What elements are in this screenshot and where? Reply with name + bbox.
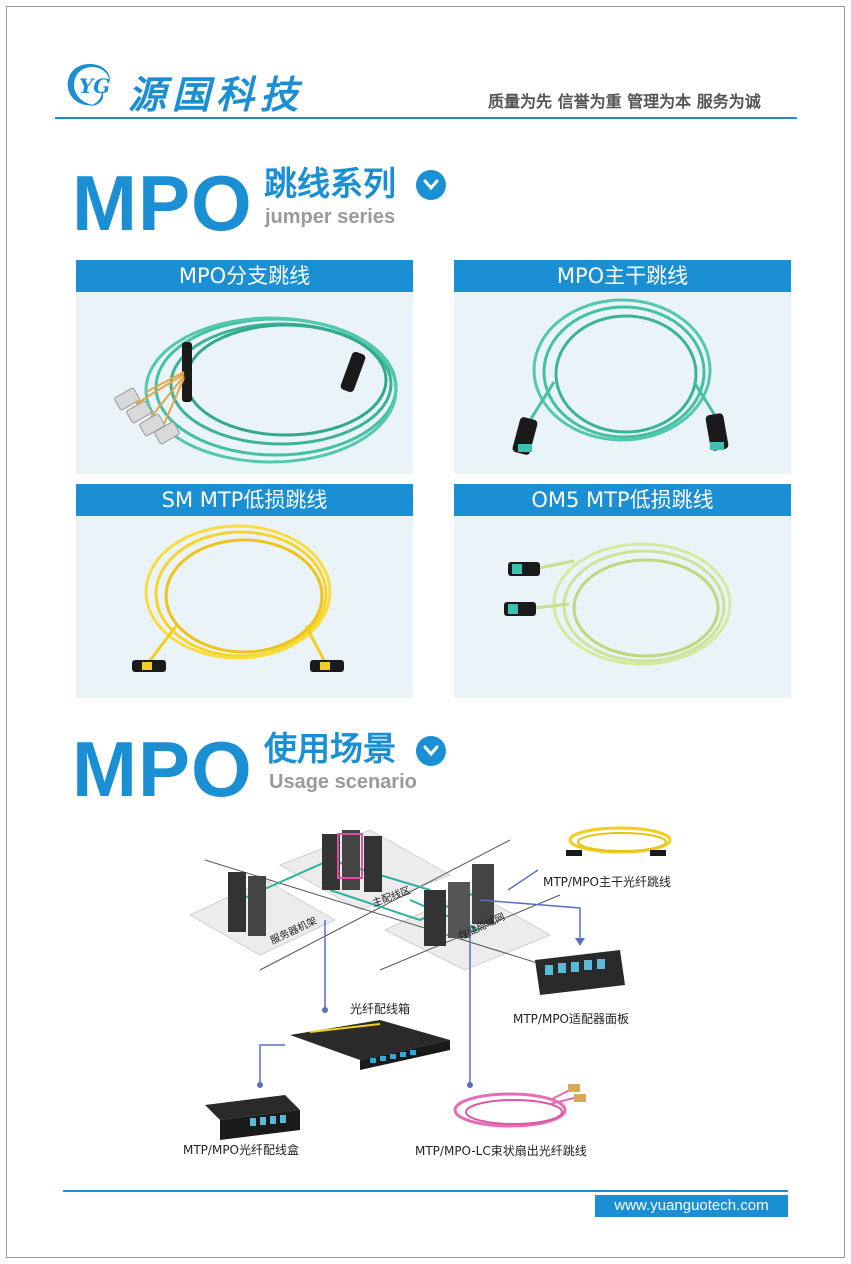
section1-title-cn: 跳线系列 [264, 164, 396, 203]
chevron-down-icon [416, 736, 446, 766]
sm-mtp-cable-image [132, 524, 344, 672]
website-link[interactable]: www.yuanguotech.com [595, 1195, 788, 1217]
product-title: MPO主干跳线 [454, 260, 791, 292]
section1-title-mpo: MPO [72, 159, 253, 247]
label-trunk-cable: MTP/MPO主干光纤跳线 [543, 875, 671, 889]
section2-title-mpo: MPO [72, 725, 253, 813]
section1-title-en: jumper series [265, 206, 396, 228]
product-title: MPO分支跳线 [76, 260, 413, 292]
section2-title-en: Usage scenario [269, 771, 417, 793]
label-distribution-box: 光纤配线箱 [350, 1002, 411, 1016]
chevron-down-icon [416, 170, 446, 200]
header-divider [55, 117, 797, 119]
mpo-trunk-cable-image [512, 298, 729, 455]
product-card-sm-mtp[interactable]: SM MTP低损跳线 [76, 484, 413, 698]
footer-divider [63, 1190, 788, 1192]
svg-text:YG: YG [79, 74, 110, 98]
product-card-mpo-trunk[interactable]: MPO主干跳线 [454, 260, 791, 474]
label-cassette: MTP/MPO光纤配线盒 [183, 1143, 299, 1157]
product-card-mpo-breakout[interactable]: MPO分支跳线 [76, 260, 413, 474]
logo-icon: YG [67, 64, 110, 106]
brand-name: 源国科技 [128, 72, 305, 117]
label-fanout-cable: MTP/MPO-LC束状扇出光纤跳线 [415, 1144, 587, 1158]
product-title: OM5 MTP低损跳线 [454, 484, 791, 516]
product-card-om5-mtp[interactable]: OM5 MTP低损跳线 [454, 484, 791, 698]
slogan: 质量为先 信誉为重 管理为本 服务为诚 [488, 92, 761, 111]
om5-mtp-cable-image [504, 542, 732, 666]
label-adapter-panel: MTP/MPO适配器面板 [513, 1012, 629, 1026]
usage-scenario-diagram [188, 826, 672, 1140]
page-frame [6, 6, 845, 1258]
product-title: SM MTP低损跳线 [76, 484, 413, 516]
mpo-breakout-cable-image [114, 316, 398, 464]
section2-title-cn: 使用场景 [264, 729, 396, 768]
